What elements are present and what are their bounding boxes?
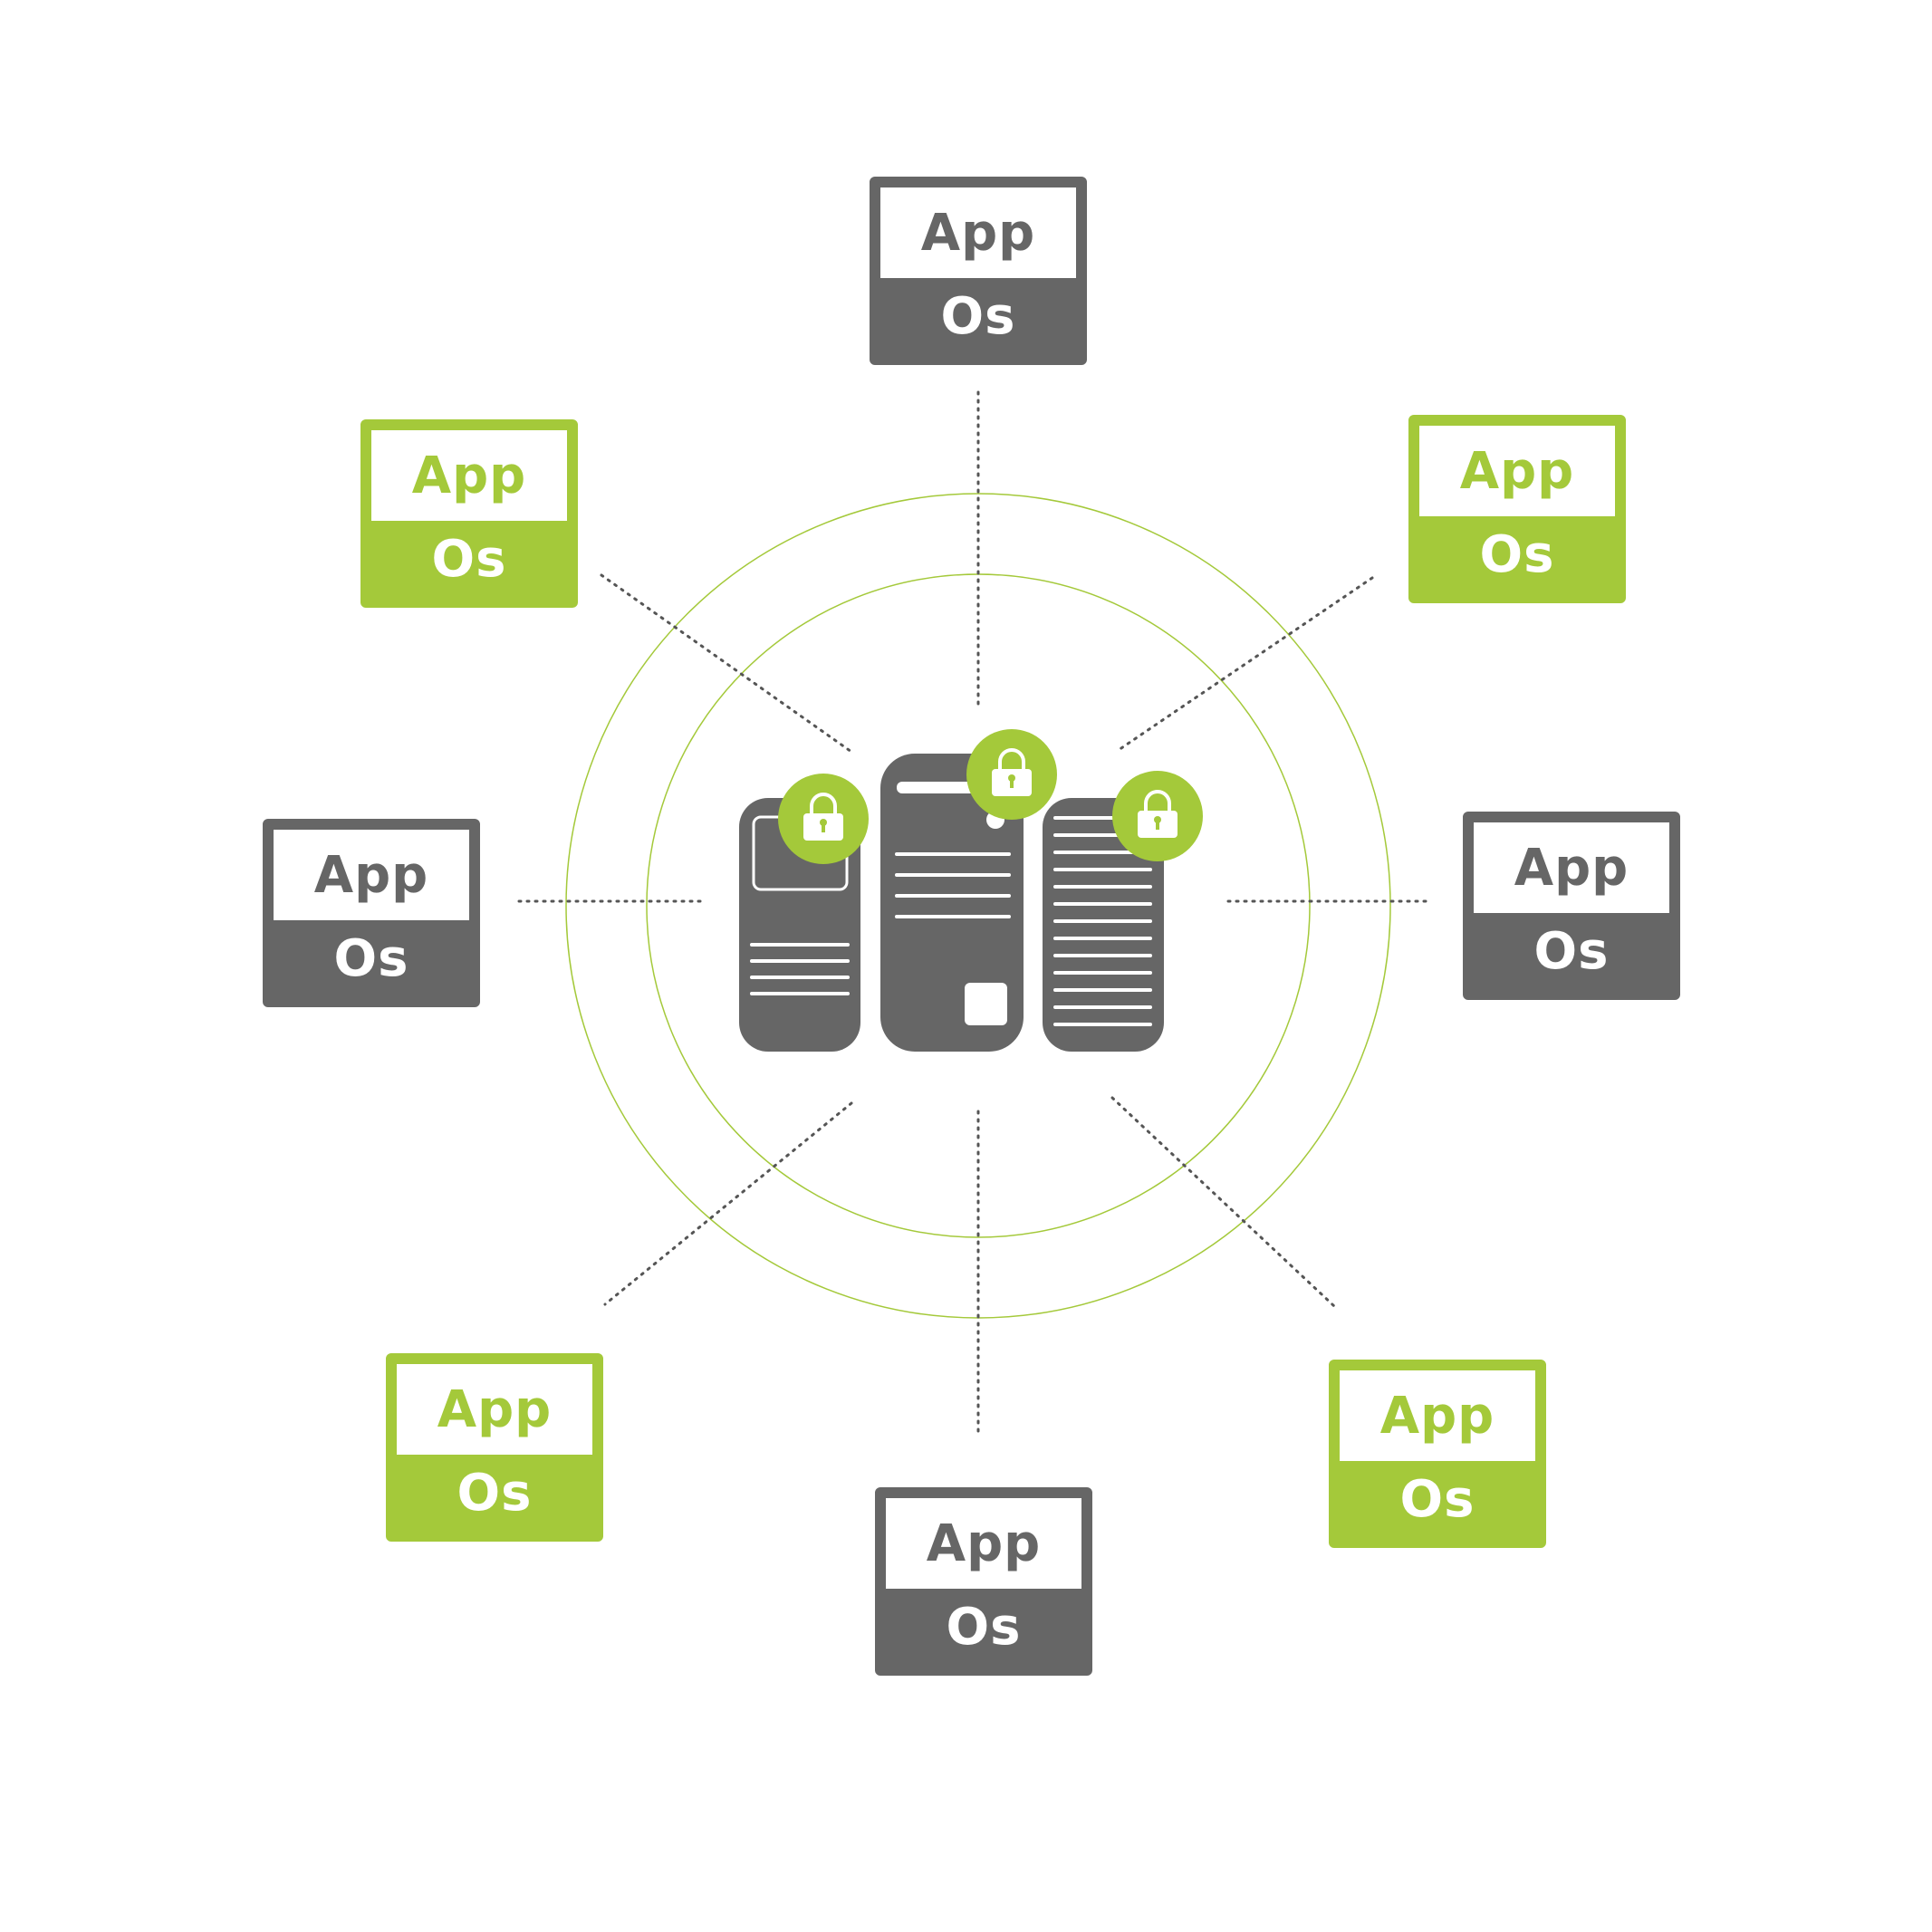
app-os-node-left: App Os <box>263 819 480 1007</box>
app-label: App <box>886 1498 1081 1589</box>
app-os-node-bottom-left: App Os <box>386 1353 603 1542</box>
connectors <box>517 390 1433 1433</box>
padlock-icon <box>778 774 869 864</box>
app-os-node-top: App Os <box>870 177 1087 365</box>
app-label: App <box>397 1364 592 1455</box>
app-os-node-right: App Os <box>1463 812 1680 1000</box>
app-label: App <box>274 830 469 920</box>
connector-top-left <box>600 573 853 754</box>
app-label: App <box>371 430 567 521</box>
os-label: Os <box>886 1589 1081 1665</box>
app-os-node-bottom-right: App Os <box>1329 1360 1546 1548</box>
app-os-node-top-right: App Os <box>1408 415 1626 603</box>
app-label: App <box>1340 1370 1535 1461</box>
os-label: Os <box>1419 516 1615 592</box>
app-label: App <box>880 187 1076 278</box>
os-label: Os <box>1340 1461 1535 1537</box>
connector-top-right <box>1114 576 1374 754</box>
os-label: Os <box>880 278 1076 354</box>
app-label: App <box>1474 822 1669 913</box>
app-os-node-top-left: App Os <box>360 419 578 608</box>
server-cluster-icon <box>739 729 1203 1052</box>
app-os-node-bottom: App Os <box>875 1487 1092 1676</box>
connector-bottom-left <box>603 1101 853 1306</box>
padlock-icon <box>966 729 1057 820</box>
os-label: Os <box>1474 913 1669 989</box>
padlock-icon <box>1112 771 1203 861</box>
os-label: Os <box>397 1455 592 1531</box>
server-middle-icon <box>880 754 1024 1052</box>
os-label: Os <box>371 521 567 597</box>
connector-bottom-right <box>1110 1096 1336 1308</box>
app-label: App <box>1419 426 1615 516</box>
server-right-icon <box>1043 798 1164 1052</box>
os-label: Os <box>274 920 469 996</box>
